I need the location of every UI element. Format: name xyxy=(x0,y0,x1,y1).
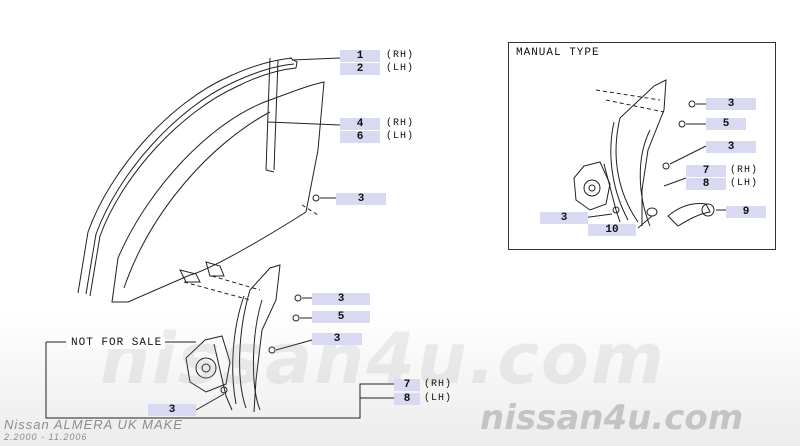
watermark-small: nissan4u.com xyxy=(480,398,744,438)
callout-man-bolt-b[interactable]: 3 xyxy=(706,141,756,153)
callout-man-bolt-c[interactable]: 3 xyxy=(540,212,588,224)
inset-title: MANUAL TYPE xyxy=(516,47,600,59)
callout-man-escutcheon[interactable]: 10 xyxy=(588,224,636,236)
side-rh-run: (RH) xyxy=(386,50,415,61)
callout-reg-lh[interactable]: 8 xyxy=(394,393,420,405)
window-regulator xyxy=(179,261,281,413)
side-lh-glass: (LH) xyxy=(386,131,415,142)
callout-reg-bolt-b[interactable]: 3 xyxy=(312,333,362,345)
callout-man-reg-lh[interactable]: 8 xyxy=(686,178,726,190)
callout-glass-rh[interactable]: 4 xyxy=(340,118,380,130)
door-glass xyxy=(111,81,325,303)
callout-reg-bolt-a[interactable]: 3 xyxy=(312,293,370,305)
callout-run-rh[interactable]: 1 xyxy=(340,50,380,62)
glass-run-channel xyxy=(77,57,298,297)
callout-glass-lh[interactable]: 6 xyxy=(340,131,380,143)
side-rh-man: (RH) xyxy=(730,165,759,176)
side-lh-reg: (LH) xyxy=(424,393,453,404)
callout-man-bolt-a[interactable]: 3 xyxy=(706,98,756,110)
callout-glass-bolt[interactable]: 3 xyxy=(336,193,386,205)
watermark-large: nissan4u.com xyxy=(100,318,666,400)
footer-period: 2.2000 - 11.2006 xyxy=(4,432,88,442)
not-for-sale-note: NOT FOR SALE xyxy=(68,337,166,349)
bolts-main xyxy=(220,194,320,394)
callout-man-nut[interactable]: 5 xyxy=(706,118,746,130)
side-rh-reg: (RH) xyxy=(424,379,453,390)
callout-run-lh[interactable]: 2 xyxy=(340,63,380,75)
callout-man-reg-rh[interactable]: 7 xyxy=(686,165,726,177)
side-lh-man: (LH) xyxy=(730,178,759,189)
side-lh-run: (LH) xyxy=(386,63,415,74)
callout-reg-nut[interactable]: 5 xyxy=(312,311,370,323)
callout-reg-rh[interactable]: 7 xyxy=(394,379,420,391)
callout-reg-bolt-c[interactable]: 3 xyxy=(148,404,196,416)
footer-model: Nissan ALMERA UK MAKE xyxy=(4,417,183,432)
manual-type-inset xyxy=(508,42,776,250)
callout-man-handle[interactable]: 9 xyxy=(726,206,766,218)
side-rh-glass: (RH) xyxy=(386,118,415,129)
